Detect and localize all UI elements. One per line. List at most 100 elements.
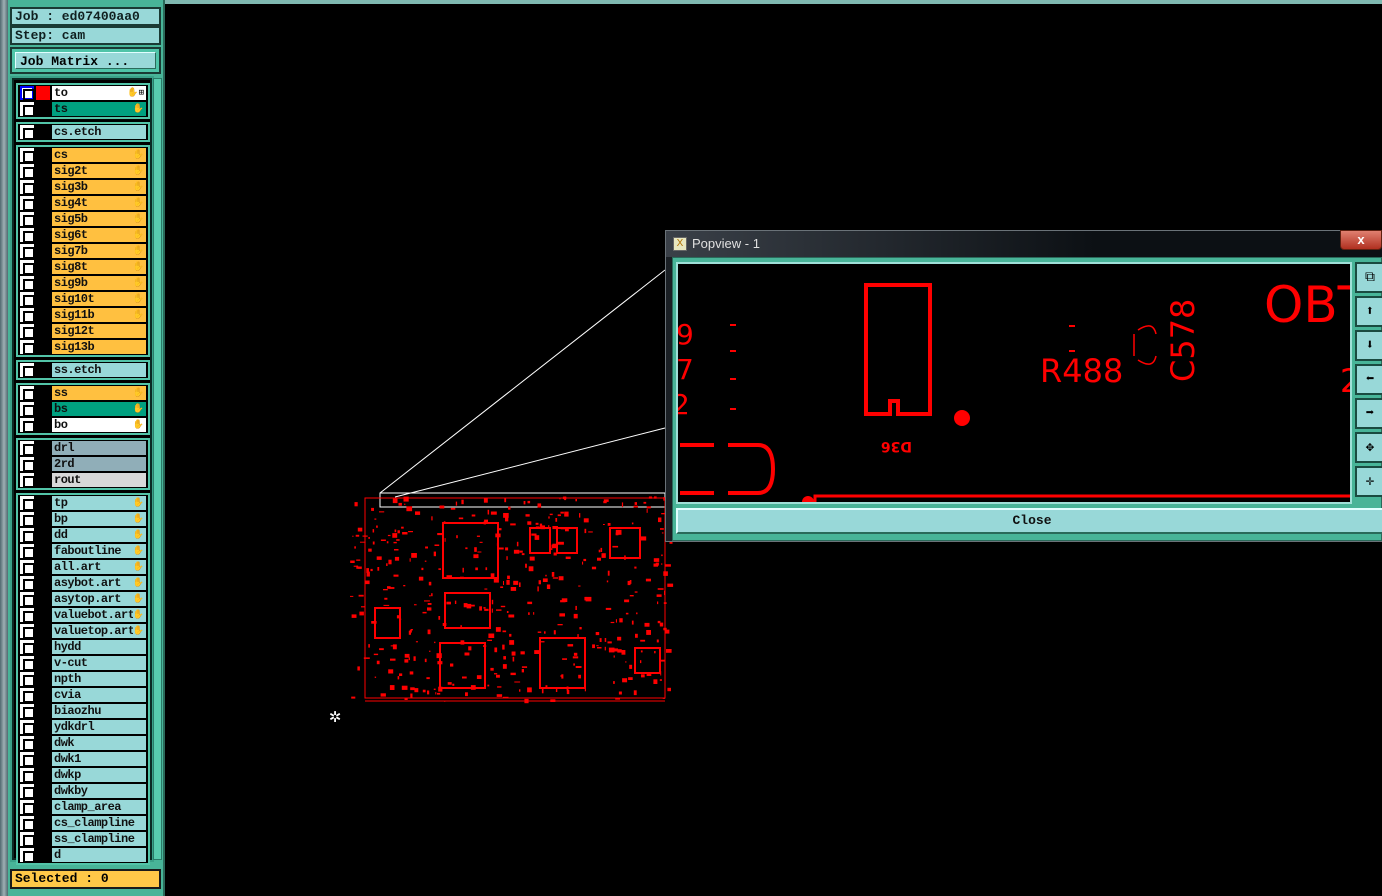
layer-name[interactable]: ydkdrl [54, 720, 95, 734]
layer-row[interactable]: cvia [18, 687, 148, 703]
layer-row[interactable]: cs✋ [18, 147, 148, 163]
layer-row[interactable]: dwk [18, 735, 148, 751]
work-layer-swatch[interactable] [36, 832, 50, 846]
layer-name[interactable]: valuetop.art [54, 624, 133, 638]
work-layer-swatch[interactable] [36, 244, 50, 258]
work-layer-swatch[interactable] [36, 816, 50, 830]
layer-row[interactable]: drl [18, 440, 148, 456]
work-layer-swatch[interactable] [36, 848, 50, 862]
layer-row[interactable]: v-cut [18, 655, 148, 671]
work-layer-swatch[interactable] [36, 800, 50, 814]
layer-checkbox[interactable] [20, 164, 35, 179]
layer-row[interactable]: faboutline✋ [18, 543, 148, 559]
layer-name[interactable]: asytop.art [54, 592, 122, 606]
zoom-window-icon[interactable]: ⧉ [1355, 262, 1382, 293]
work-layer-swatch[interactable] [36, 457, 50, 471]
layer-name-cell[interactable]: ydkdrl [52, 720, 146, 734]
layer-name[interactable]: sig13b [54, 340, 95, 354]
layer-checkbox[interactable] [20, 125, 35, 140]
layer-name-cell[interactable]: v-cut [52, 656, 146, 670]
layer-row[interactable]: all.art✋ [18, 559, 148, 575]
layer-checkbox[interactable] [20, 418, 35, 433]
layer-name[interactable]: tp [54, 496, 68, 510]
work-layer-swatch[interactable] [36, 473, 50, 487]
layer-row[interactable]: sig12t [18, 323, 148, 339]
work-layer-swatch[interactable] [36, 102, 50, 116]
layer-checkbox[interactable] [20, 640, 35, 655]
layer-name[interactable]: dwk [54, 736, 75, 750]
layer-name[interactable]: npth [54, 672, 81, 686]
layer-checkbox[interactable] [20, 402, 35, 417]
layer-row[interactable]: sig8t✋ [18, 259, 148, 275]
work-layer-swatch[interactable] [36, 688, 50, 702]
work-layer-swatch[interactable] [36, 752, 50, 766]
layer-name[interactable]: to [54, 86, 68, 100]
layer-checkbox[interactable] [20, 800, 35, 815]
layer-name-cell[interactable]: to✋⊞ [52, 86, 146, 100]
layer-row[interactable]: to✋⊞ [18, 85, 148, 101]
layer-name[interactable]: ss [54, 386, 68, 400]
layer-checkbox[interactable] [20, 656, 35, 671]
work-layer-swatch[interactable] [36, 308, 50, 322]
layer-row[interactable]: biaozhu [18, 703, 148, 719]
layer-name-cell[interactable]: ss✋ [52, 386, 146, 400]
layer-name[interactable]: sig10t [54, 292, 95, 306]
work-layer-swatch[interactable] [36, 292, 50, 306]
layer-name-cell[interactable]: npth [52, 672, 146, 686]
layer-checkbox[interactable] [20, 244, 35, 259]
popview-titlebar[interactable]: X Popview - 1 x [666, 230, 1382, 257]
work-layer-swatch[interactable] [36, 125, 50, 139]
layer-name-cell[interactable]: sig2t✋ [52, 164, 146, 178]
work-layer-swatch[interactable] [36, 324, 50, 338]
layer-row[interactable]: asytop.art✋ [18, 591, 148, 607]
layer-row[interactable]: sig10t✋ [18, 291, 148, 307]
work-layer-swatch[interactable] [36, 544, 50, 558]
layer-name-cell[interactable]: dwkp [52, 768, 146, 782]
layer-row[interactable]: valuetop.art✋ [18, 623, 148, 639]
layer-row[interactable]: 2rd [18, 456, 148, 472]
layer-name[interactable]: bo [54, 418, 68, 432]
layer-row[interactable]: ydkdrl [18, 719, 148, 735]
layer-row[interactable]: ss_clampline [18, 831, 148, 847]
work-layer-swatch[interactable] [36, 656, 50, 670]
layer-name-cell[interactable]: rout [52, 473, 146, 487]
layer-checkbox[interactable] [20, 528, 35, 543]
close-button[interactable]: Close [676, 508, 1382, 534]
layer-row[interactable]: npth [18, 671, 148, 687]
pan-left-icon[interactable]: ⬅ [1355, 364, 1382, 395]
layer-row[interactable]: sig7b✋ [18, 243, 148, 259]
layer-row[interactable]: tp✋ [18, 495, 148, 511]
layer-name[interactable]: v-cut [54, 656, 88, 670]
layer-checkbox[interactable] [20, 784, 35, 799]
layer-name[interactable]: sig6t [54, 228, 88, 242]
layer-row[interactable]: ss.etch [18, 362, 148, 378]
work-layer-swatch[interactable] [36, 560, 50, 574]
layer-name-cell[interactable]: valuetop.art✋ [52, 624, 146, 638]
layer-name[interactable]: sig7b [54, 244, 88, 258]
layer-name[interactable]: drl [54, 441, 75, 455]
layer-name-cell[interactable]: valuebot.art✋ [52, 608, 146, 622]
layer-checkbox[interactable] [20, 363, 35, 378]
work-layer-swatch[interactable] [36, 576, 50, 590]
layer-name[interactable]: sig4t [54, 196, 88, 210]
layer-checkbox[interactable] [20, 720, 35, 735]
layer-name-cell[interactable]: all.art✋ [52, 560, 146, 574]
layer-checkbox[interactable] [20, 752, 35, 767]
work-layer-swatch[interactable] [36, 512, 50, 526]
layer-name[interactable]: sig5b [54, 212, 88, 226]
layer-checkbox[interactable] [20, 496, 35, 511]
layer-checkbox[interactable] [20, 608, 35, 623]
pan-right-icon[interactable]: ➡ [1355, 398, 1382, 429]
work-layer-swatch[interactable] [36, 496, 50, 510]
layer-row[interactable]: bp✋ [18, 511, 148, 527]
work-layer-swatch[interactable] [36, 672, 50, 686]
work-layer-swatch[interactable] [36, 402, 50, 416]
layer-checkbox[interactable] [20, 688, 35, 703]
layer-name[interactable]: dd [54, 528, 68, 542]
layer-row[interactable]: clamp_area [18, 799, 148, 815]
work-layer-swatch[interactable] [36, 608, 50, 622]
layer-name-cell[interactable]: drl [52, 441, 146, 455]
layer-checkbox[interactable] [20, 308, 35, 323]
layer-row[interactable]: dwkp [18, 767, 148, 783]
work-layer-swatch[interactable] [36, 180, 50, 194]
